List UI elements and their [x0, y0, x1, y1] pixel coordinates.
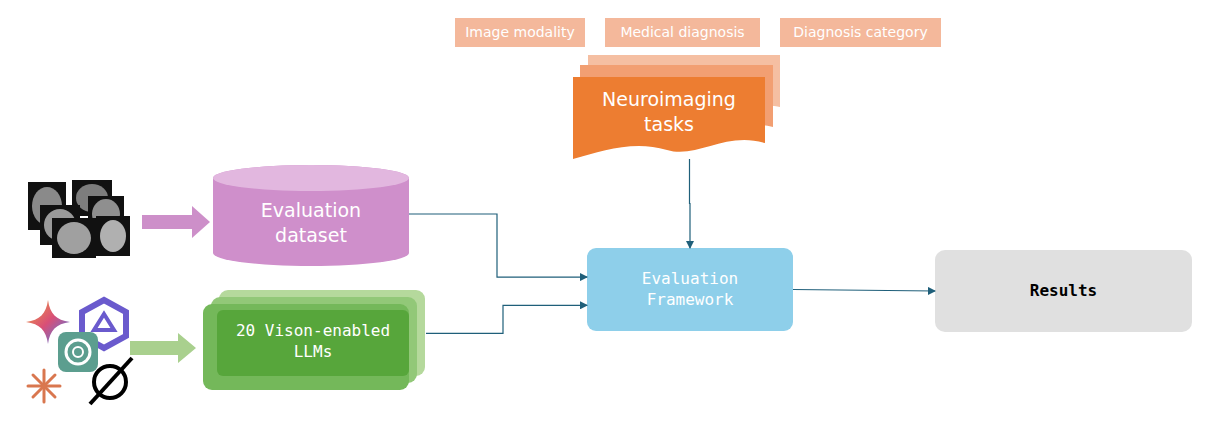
shape-outline	[203, 290, 426, 391]
node-label: Neuroimaging tasks	[581, 87, 757, 136]
scan-image	[40, 205, 80, 245]
connector-arrow	[409, 214, 587, 277]
scan-image	[72, 180, 112, 216]
qwen-mark	[82, 300, 126, 348]
task-tag: Image modality	[455, 18, 585, 47]
process-box: Results	[935, 250, 1192, 332]
node-label: Evaluation Framework	[617, 269, 763, 311]
text-area: Neuroimaging tasks	[581, 81, 757, 143]
database-cylinder: Evaluation dataset	[213, 165, 409, 266]
grok-mark	[94, 366, 126, 398]
qwen-mark	[94, 314, 114, 330]
connector-arrow	[689, 159, 691, 248]
claude-logo	[28, 370, 60, 402]
grok-mark	[90, 358, 132, 404]
scan-brain	[57, 222, 91, 254]
text-area: Evaluation Framework	[617, 248, 763, 331]
text-area: Diagnosis category	[780, 18, 941, 47]
document-stack: Neuroimaging tasks	[573, 55, 781, 159]
scan-image	[96, 216, 130, 256]
openai-mark	[66, 340, 90, 364]
scan-image	[88, 196, 124, 232]
scan-brain	[44, 209, 76, 241]
document-layer	[573, 77, 765, 159]
brain-scans	[28, 180, 130, 258]
scan-brain	[92, 199, 120, 229]
connector-arrow	[793, 290, 935, 292]
model-stack: 20 Vison-enabled LLMs	[203, 290, 426, 391]
node-label: Image modality	[465, 23, 575, 41]
openai-logo	[58, 332, 98, 372]
scan-brain	[100, 220, 126, 252]
openai-mark	[73, 347, 83, 357]
process-box: Evaluation Framework	[587, 248, 793, 331]
text-area: Medical diagnosis	[605, 18, 760, 47]
node-label: Evaluation dataset	[233, 198, 389, 247]
node-label: Diagnosis category	[793, 23, 927, 41]
node-label: Results	[1030, 281, 1097, 302]
cylinder-body	[213, 165, 409, 266]
grok-logo	[90, 358, 132, 404]
text-area: 20 Vison-enabled LLMs	[215, 312, 411, 372]
text-area: Image modality	[455, 18, 585, 47]
cylinder-top	[213, 165, 409, 191]
input-arrow	[142, 206, 210, 238]
qwen-logo	[82, 300, 126, 348]
task-tag: Diagnosis category	[780, 18, 941, 47]
task-tag: Medical diagnosis	[605, 18, 760, 47]
connector-arrow	[426, 305, 587, 333]
scan-brain	[32, 187, 62, 225]
gemini-logo	[26, 300, 70, 344]
scan-image	[52, 218, 96, 258]
node-label: Medical diagnosis	[620, 23, 744, 41]
model-logos	[26, 300, 132, 404]
input-arrow	[130, 333, 196, 363]
text-area: Evaluation dataset	[233, 193, 389, 253]
scan-image	[28, 182, 66, 230]
scan-brain	[76, 184, 108, 212]
node-label: 20 Vison-enabled LLMs	[215, 321, 411, 363]
text-area: Results	[1005, 250, 1122, 332]
